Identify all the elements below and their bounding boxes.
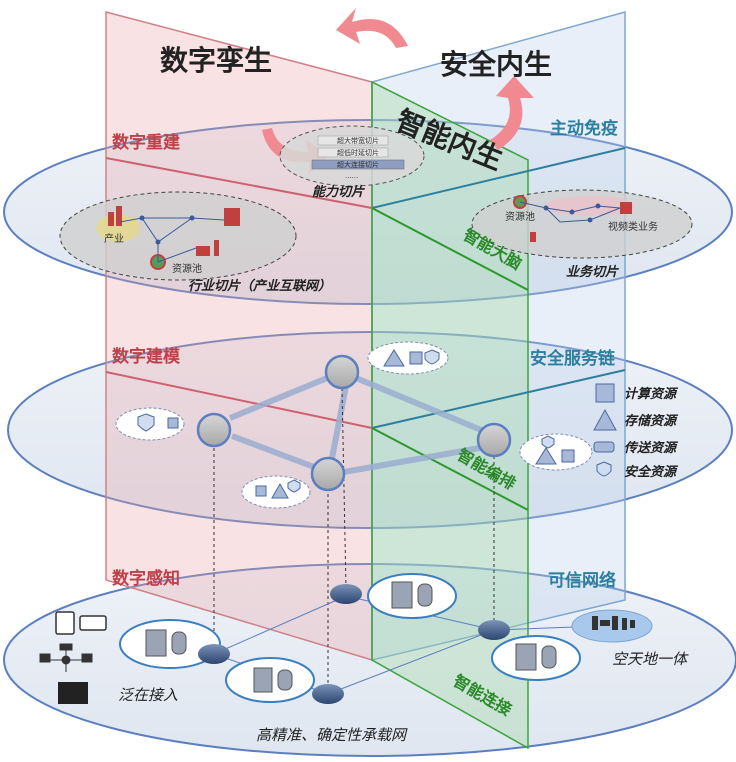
label-ubiquitous-access: 泛在接入 [118,686,178,704]
router-icon [198,644,230,664]
slice-item-3: ...... [345,172,358,180]
legend: 计算资源 存储资源 传送资源 安全资源 [593,383,679,480]
digital-twin-plane [105,11,373,662]
slice-bar-3 [311,159,405,170]
service-slice-ellipse [471,189,693,259]
legend-storage-label: 存储资源 [624,413,679,429]
shield-icon [137,413,155,432]
legend-compute-icon [595,383,615,403]
legend-transport-label: 传送资源 [624,440,679,456]
resource-pool-right-label: 资源池 [505,210,535,223]
top-curved-arrow [336,8,408,48]
resource-pool-left-label: 资源池 [172,262,202,275]
legend-compute-label: 计算资源 [624,386,679,402]
title-digital-twin: 数字孪生 [160,44,272,77]
cloud-right-bottom [491,635,581,681]
building-icon [224,208,240,226]
right-curved-arrow [490,76,534,150]
cloud-right [519,433,593,471]
video-service-label: 视频类业务 [608,220,658,233]
slice-item-1: 超低时延切片 [337,148,379,157]
industry-graph-nodes [139,215,195,245]
access-devices [39,611,107,704]
label-sensing: 数字感知 [112,568,180,589]
cloud-mid-bottom [225,657,315,703]
shield-icon [541,435,555,449]
middle-node-bottom [310,456,346,492]
middle-layer-ellipse [7,331,733,529]
industry-highlight [96,214,140,242]
reconstruct-divider [105,157,373,209]
traffic-light-icon [214,240,219,256]
video-service-icon [620,202,632,214]
slice-bar-2 [317,147,389,158]
slice-item-2: 超大连接切片 [337,160,379,169]
orchestration-divider [371,427,529,511]
server-rack-icon [58,682,88,704]
legend-transport-icon [593,441,615,453]
label-bearer-network: 高精准、确定性承载网 [256,726,408,744]
middle-graph-links [228,373,488,475]
compute-square-icon [167,417,179,429]
phone-icon [79,615,107,631]
storage-triangle-icon [383,349,405,367]
industry-label: 产业 [104,232,124,245]
compute-square-icon [409,351,423,365]
storage-triangle-icon [271,482,289,499]
industry-slice-label: 行业切片（产业互联网） [188,278,331,294]
shield-icon [424,349,440,365]
service-chain-divider [371,369,626,429]
middle-node-left [196,412,232,448]
compute-square-icon [561,449,575,463]
network-hub-icon [39,643,93,672]
router-icon [312,684,344,704]
middle-node-top [324,354,360,390]
tablet-icon [55,611,75,635]
label-trusted-network: 可信网络 [548,570,616,591]
label-security-service-chain: 安全服务链 [530,348,616,369]
legend-security-icon [596,461,612,477]
shield-icon [287,479,301,493]
label-modeling: 数字建模 [112,346,181,367]
slice-bar-1 [317,135,389,146]
slice-item-0: 超大带宽切片 [337,136,379,145]
mic-icon [530,232,536,242]
label-reconstruct: 数字重建 [112,132,180,153]
legend-security-label: 安全资源 [624,464,679,480]
middle-node-right [476,422,512,458]
vertical-dashed-links [213,387,495,690]
smart-brain-divider [371,207,529,291]
active-immunity-divider [371,147,626,209]
storage-triangle-icon [535,447,557,465]
modeling-divider [105,371,373,429]
cloud-center [367,573,457,619]
service-graph-nodes [543,203,601,223]
legend-storage-icon [593,408,617,431]
router-icon [478,620,510,640]
satellite-icon [592,616,635,630]
title-security-native: 安全内生 [440,48,552,81]
service-slice-label: 业务切片 [566,264,619,280]
car-icon [196,246,210,256]
capability-slice-label: 能力切片 [312,184,365,200]
label-space-air-ground: 空天地一体 [612,650,689,668]
industry-icon [108,206,122,226]
router-icon [330,584,362,604]
label-active-immunity: 主动免疫 [550,118,618,139]
cloud-access [119,619,221,669]
compute-square-icon [255,485,267,497]
